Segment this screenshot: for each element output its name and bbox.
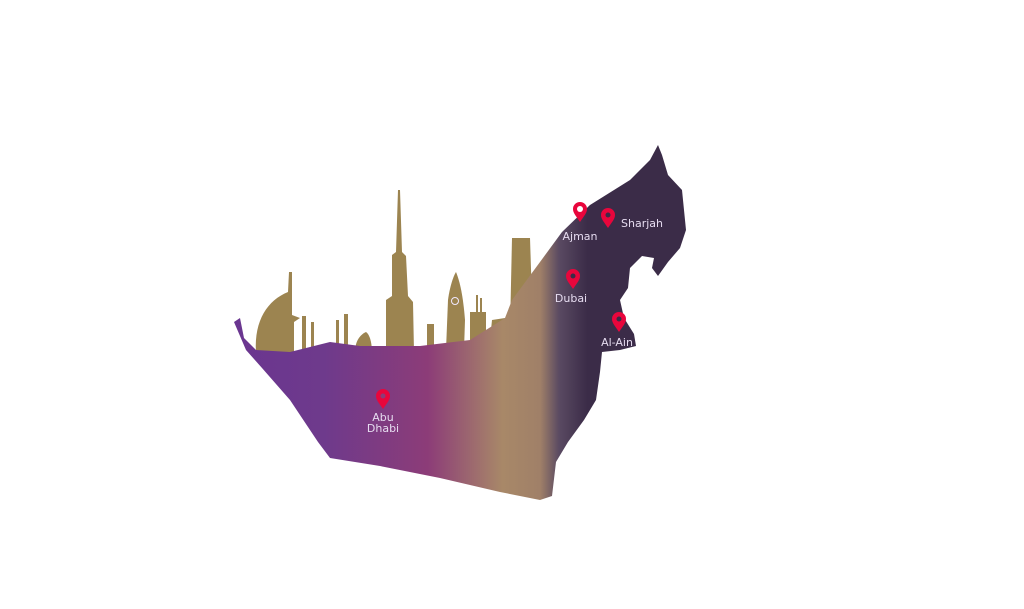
- map-pin-icon: [612, 312, 626, 332]
- map-pin-icon: [376, 389, 390, 409]
- city-label-abu-dhabi-2: Dhabi: [367, 422, 399, 435]
- city-label-ajman: Ajman: [562, 230, 597, 243]
- pin-sharjah[interactable]: Sharjah: [601, 208, 663, 230]
- uae-land: [234, 145, 686, 500]
- city-pins: Ajman Sharjah Dubai Al-Ain Abu Dhabi: [367, 202, 663, 435]
- pin-dubai[interactable]: Dubai: [555, 269, 587, 305]
- map-pin-icon: [566, 269, 580, 289]
- city-label-sharjah: Sharjah: [621, 217, 663, 230]
- city-label-al-ain: Al-Ain: [601, 336, 633, 349]
- city-label-dubai: Dubai: [555, 292, 587, 305]
- pin-abu-dhabi[interactable]: Abu Dhabi: [367, 389, 399, 435]
- city-label-abu-dhabi-1: Abu: [372, 411, 393, 424]
- map-pin-icon: [601, 208, 615, 228]
- pin-ajman[interactable]: Ajman: [562, 202, 598, 243]
- pin-al-ain[interactable]: Al-Ain: [601, 312, 633, 349]
